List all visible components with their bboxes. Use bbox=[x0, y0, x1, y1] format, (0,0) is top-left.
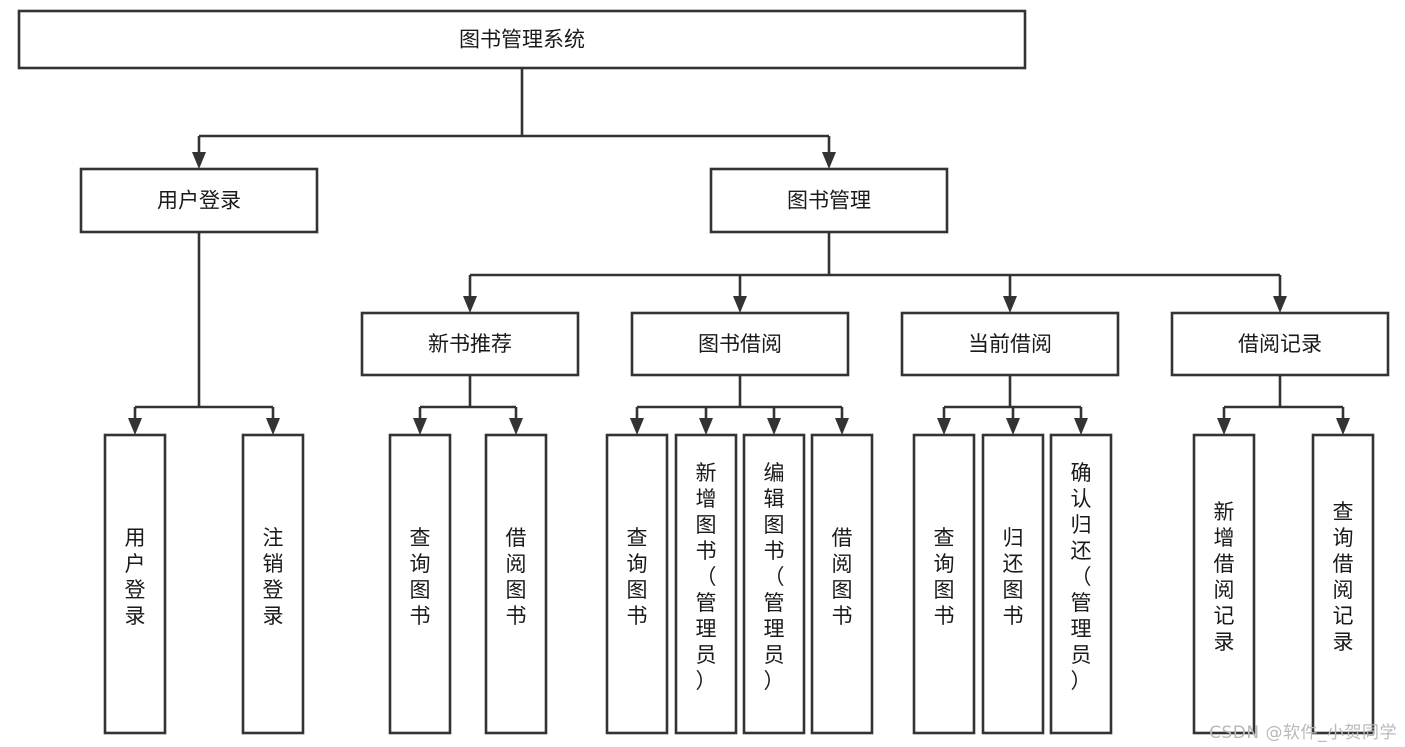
node-leaf-query-borrow-record[interactable]: 查询借阅记录 bbox=[1311, 433, 1375, 735]
arrow-head bbox=[835, 418, 849, 435]
arrow-head bbox=[1006, 418, 1020, 435]
node-leaf-add-borrow-record[interactable]: 新增借阅记录 bbox=[1192, 433, 1256, 735]
node-box bbox=[810, 433, 874, 735]
node-label: 新增图书（管理员） bbox=[696, 461, 717, 693]
arrow-head bbox=[1273, 296, 1287, 313]
node-leaf-return-book[interactable]: 归还图书 bbox=[981, 433, 1045, 735]
arrow-head bbox=[509, 418, 523, 435]
node-box bbox=[103, 433, 167, 735]
arrow-head bbox=[413, 418, 427, 435]
node-box bbox=[79, 167, 319, 234]
node-label: 图书管理 bbox=[787, 189, 871, 213]
arrow-head bbox=[1217, 418, 1231, 435]
arrow-head bbox=[1336, 418, 1350, 435]
arrow-head bbox=[463, 296, 477, 313]
node-box bbox=[241, 433, 305, 735]
node-label: 借阅图书 bbox=[506, 526, 527, 628]
node-new-book-recommend[interactable]: 新书推荐 bbox=[360, 311, 580, 377]
node-label: 用户登录 bbox=[157, 189, 241, 213]
node-label: 查询图书 bbox=[627, 526, 648, 628]
node-leaf-user-login[interactable]: 用户登录 bbox=[103, 433, 167, 735]
node-leaf-add-book[interactable]: 新增图书（管理员） bbox=[674, 433, 738, 735]
arrow-head bbox=[822, 152, 836, 169]
node-leaf-edit-book[interactable]: 编辑图书（管理员） bbox=[742, 433, 806, 735]
arrow-head bbox=[1003, 296, 1017, 313]
csdn-watermark: CSDN @软件_小贺同学 bbox=[1209, 723, 1397, 743]
node-box bbox=[1170, 311, 1390, 377]
node-leaf-query-book-current[interactable]: 查询图书 bbox=[912, 433, 976, 735]
node-box bbox=[1192, 433, 1256, 735]
node-box bbox=[605, 433, 669, 735]
node-label: 图书借阅 bbox=[698, 332, 782, 356]
node-box bbox=[630, 311, 850, 377]
node-label: 当前借阅 bbox=[968, 332, 1052, 356]
node-leaf-borrow-book-recommend[interactable]: 借阅图书 bbox=[484, 433, 548, 735]
arrow-head bbox=[699, 418, 713, 435]
node-label: 查询借阅记录 bbox=[1333, 500, 1354, 654]
arrow-head bbox=[266, 418, 280, 435]
node-label: 用户登录 bbox=[125, 526, 146, 628]
node-box bbox=[360, 311, 580, 377]
node-box bbox=[912, 433, 976, 735]
node-label: 查询图书 bbox=[934, 526, 955, 628]
node-box bbox=[981, 433, 1045, 735]
arrow-head bbox=[1074, 418, 1088, 435]
node-label: 借阅图书 bbox=[832, 526, 853, 628]
arrow-head bbox=[192, 152, 206, 169]
node-book-borrow[interactable]: 图书借阅 bbox=[630, 311, 850, 377]
node-box bbox=[1311, 433, 1375, 735]
node-borrow-record[interactable]: 借阅记录 bbox=[1170, 311, 1390, 377]
node-book-manage[interactable]: 图书管理 bbox=[709, 167, 949, 234]
node-layer: 图书管理系统用户登录图书管理新书推荐图书借阅当前借阅借阅记录用户登录注销登录查询… bbox=[17, 9, 1390, 735]
arrow-head bbox=[767, 418, 781, 435]
node-label: 图书管理系统 bbox=[459, 28, 585, 52]
node-box bbox=[17, 9, 1027, 70]
arrow-head bbox=[937, 418, 951, 435]
arrow-head bbox=[630, 418, 644, 435]
node-box bbox=[742, 433, 806, 735]
arrow-head bbox=[128, 418, 142, 435]
node-box bbox=[709, 167, 949, 234]
node-label: 查询图书 bbox=[410, 526, 431, 628]
node-box bbox=[900, 311, 1120, 377]
node-leaf-query-book-recommend[interactable]: 查询图书 bbox=[388, 433, 452, 735]
node-label: 借阅记录 bbox=[1238, 332, 1322, 356]
node-label: 新增借阅记录 bbox=[1214, 500, 1235, 654]
node-leaf-user-logout[interactable]: 注销登录 bbox=[241, 433, 305, 735]
node-label: 归还图书 bbox=[1003, 526, 1024, 628]
node-root[interactable]: 图书管理系统 bbox=[17, 9, 1027, 70]
node-label: 编辑图书（管理员） bbox=[764, 461, 785, 693]
connector-layer bbox=[128, 68, 1350, 435]
node-box bbox=[388, 433, 452, 735]
node-leaf-borrow-book[interactable]: 借阅图书 bbox=[810, 433, 874, 735]
node-box bbox=[674, 433, 738, 735]
node-label: 新书推荐 bbox=[428, 332, 512, 356]
node-leaf-query-book-borrow[interactable]: 查询图书 bbox=[605, 433, 669, 735]
node-leaf-confirm-return[interactable]: 确认归还（管理员） bbox=[1049, 433, 1113, 735]
arrow-head bbox=[733, 296, 747, 313]
node-label: 确认归还（管理员） bbox=[1071, 461, 1092, 693]
node-label: 注销登录 bbox=[263, 526, 284, 628]
node-box bbox=[484, 433, 548, 735]
node-user-login[interactable]: 用户登录 bbox=[79, 167, 319, 234]
node-current-borrow[interactable]: 当前借阅 bbox=[900, 311, 1120, 377]
node-box bbox=[1049, 433, 1113, 735]
